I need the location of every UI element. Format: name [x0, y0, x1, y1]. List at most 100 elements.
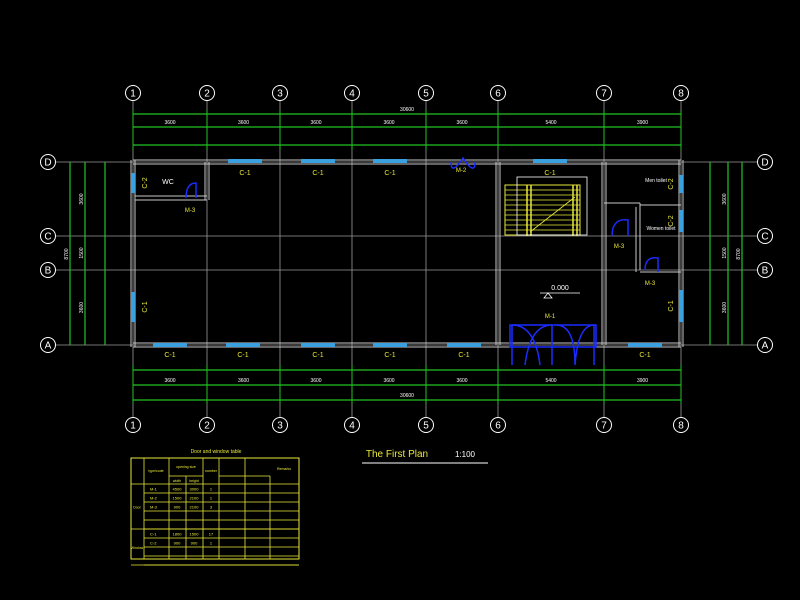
door-swing-wc — [185, 182, 197, 199]
axis-bubble-left-B-circle — [40, 262, 56, 278]
window-label-right-upper: C-2 — [668, 178, 675, 189]
door-label-toilet-2: M-3 — [645, 281, 656, 287]
axis-bubble-right-B: B — [762, 266, 769, 277]
door-label-main: M-1 — [545, 314, 556, 320]
dimension-row-right: 1500 — [722, 247, 728, 258]
axis-bubble-top-5: 5 — [423, 89, 429, 100]
dimension-overall-bottom: 30600 — [400, 393, 414, 399]
stair-well — [516, 176, 588, 236]
table-cell-number: 17 — [209, 532, 214, 537]
window-label-bottom: C-1 — [458, 352, 469, 359]
window-left-wc — [131, 173, 135, 193]
axis-bubble-bottom-6: 6 — [495, 421, 501, 432]
window-right-upper — [679, 175, 683, 193]
dimension-span-bottom: 3600 — [383, 378, 394, 384]
window-top — [373, 159, 407, 163]
stair-direction — [529, 196, 576, 233]
axis-bubble-right-C-circle — [757, 228, 773, 244]
window-bottom — [153, 343, 187, 347]
axis-bubble-top-3: 3 — [277, 89, 283, 100]
dimension-overall-left: 8700 — [64, 248, 70, 259]
window-label-right-mid: C-2 — [668, 215, 675, 226]
table-cell-width: 1500 — [173, 496, 183, 501]
drawing-scale: 1:100 — [455, 450, 476, 459]
dimension-row-left: 3600 — [79, 302, 85, 313]
table-cell-width: 900 — [174, 505, 181, 510]
axis-bubble-right-D: D — [761, 158, 768, 169]
axis-bubble-bottom-8-circle — [673, 417, 689, 433]
window-bottom — [628, 343, 662, 347]
window-label-right-lower: C-1 — [668, 300, 675, 311]
table-cell-height: 1500 — [190, 532, 200, 537]
window-label-bottom: C-1 — [639, 352, 650, 359]
table-header-code: type/code — [148, 469, 163, 473]
axis-bubble-right-A-circle — [757, 337, 773, 353]
dimension-row-left: 1500 — [79, 247, 85, 258]
window-label-top: C-1 — [384, 170, 395, 177]
table-cell-number: 1 — [210, 487, 213, 492]
axis-bubble-right-D-circle — [757, 154, 773, 170]
window-top — [228, 159, 262, 163]
axis-bubble-top-8: 8 — [678, 89, 684, 100]
axis-bubble-bottom-4: 4 — [349, 421, 355, 432]
axis-bubble-bottom-7-circle — [596, 417, 612, 433]
axis-bubble-bottom-7: 7 — [601, 421, 607, 432]
table-cell-number: 1 — [210, 496, 213, 501]
dimension-span-top: 3600 — [164, 120, 175, 126]
table-cell-width: 4500 — [173, 487, 183, 492]
table-cell-height: 900 — [191, 541, 198, 546]
dimension-span-bottom: 3600 — [310, 378, 321, 384]
axis-bubble-bottom-3: 3 — [277, 421, 283, 432]
door-label-top: M-2 — [456, 168, 467, 174]
window-bottom — [226, 343, 260, 347]
axis-bubble-left-A-circle — [40, 337, 56, 353]
door-label-wc: M-3 — [185, 208, 196, 214]
table-cell-number: 1 — [210, 541, 213, 546]
axis-bubble-left-D-circle — [40, 154, 56, 170]
axis-bubble-bottom-1-circle — [125, 417, 141, 433]
window-label-left-wc: C-2 — [142, 177, 149, 188]
axis-bubble-left-D: D — [44, 158, 51, 169]
room-label-men-toilet: Men toilet — [645, 178, 667, 184]
window-left-main — [131, 292, 135, 322]
dimension-span-top: 3600 — [238, 120, 249, 126]
dimension-row-left: 3600 — [79, 193, 85, 204]
axis-bubble-left-C-circle — [40, 228, 56, 244]
axis-bubble-top-7-circle — [596, 85, 612, 101]
axis-bubble-left-B: B — [45, 266, 52, 277]
dimension-span-bottom: 3600 — [164, 378, 175, 384]
axis-bubble-top-8-circle — [673, 85, 689, 101]
main-door-frame — [509, 324, 597, 348]
door-swing-top — [450, 156, 476, 169]
window-label-bottom: C-1 — [237, 352, 248, 359]
elevation-symbol — [543, 292, 553, 299]
window-bottom — [301, 343, 335, 347]
window-label-top: C-1 — [239, 170, 250, 177]
axis-bubble-right-A: A — [762, 341, 769, 352]
axis-bubble-right-C: C — [761, 232, 768, 243]
axis-bubble-top-4: 4 — [349, 89, 355, 100]
dimension-span-top: 3600 — [456, 120, 467, 126]
axis-bubble-bottom-3-circle — [272, 417, 288, 433]
window-top — [533, 159, 567, 163]
axis-bubble-top-6: 6 — [495, 89, 501, 100]
window-label-bottom: C-1 — [164, 352, 175, 359]
axis-bubble-top-1: 1 — [130, 89, 136, 100]
window-bottom — [447, 343, 481, 347]
door-swing-toilet-1 — [611, 219, 629, 237]
elevation-label: 0.000 — [551, 285, 569, 292]
table-cell-code: M-3 — [150, 505, 158, 510]
axis-bubble-bottom-1: 1 — [130, 421, 136, 432]
table-cell-code: M-1 — [150, 487, 158, 492]
table-cell-height: 2100 — [190, 496, 200, 501]
axis-bubble-top-5-circle — [418, 85, 434, 101]
door-swing-main — [511, 324, 595, 366]
table-header-number: number — [205, 469, 218, 473]
table-header-size: opening size — [176, 465, 196, 469]
axis-bubble-left-C: C — [44, 232, 51, 243]
table-header-height: height — [189, 479, 199, 483]
window-label-top: C-1 — [544, 170, 555, 177]
table-group-label: Door — [133, 506, 141, 510]
axis-bubble-top-1-circle — [125, 85, 141, 101]
